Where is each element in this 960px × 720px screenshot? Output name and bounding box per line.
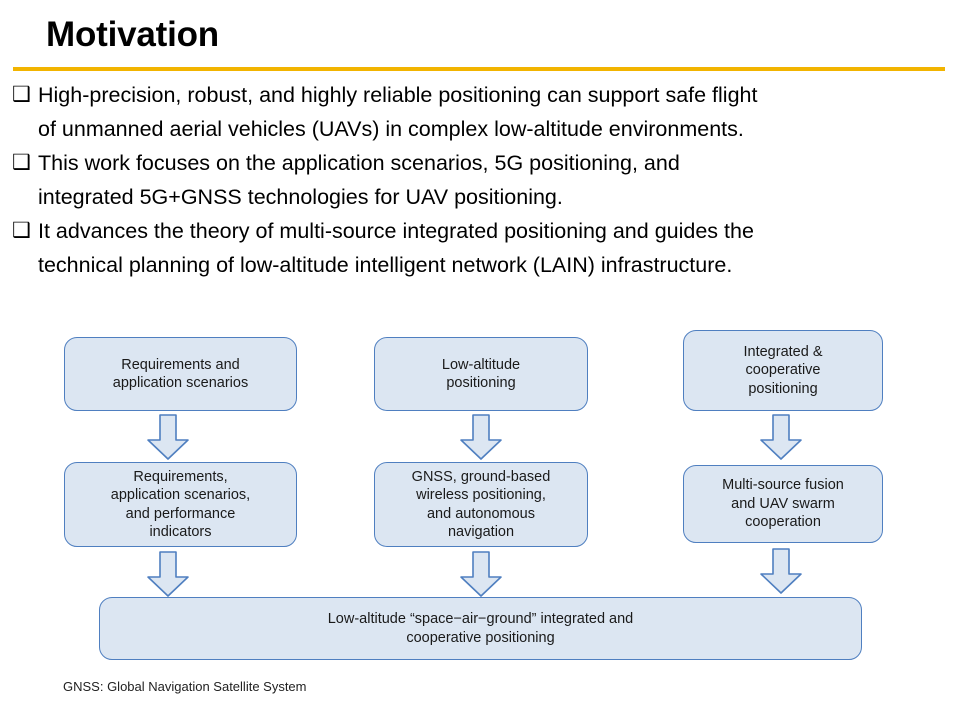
bullet-item-1-line-1: High-precision, robust, and highly relia… [38, 83, 758, 107]
node-label: Low-altitude “space−air−ground” integrat… [327, 611, 634, 646]
bullet-item-3-line-1: It advances the theory of multi-source i… [38, 219, 754, 243]
diagram-node-requirements-and-application-scenarios: Requirements and application scenarios [64, 337, 297, 411]
diagram-node-low-altitude-space-air-ground-integrated: Low-altitude “space−air−ground” integrat… [99, 597, 862, 660]
diagram-node-gnss-ground-based-wireless-positioning: GNSS, ground-based wireless positioning,… [374, 462, 588, 547]
bullet-item-1-line-2: of unmanned aerial vehicles (UAVs) in co… [38, 117, 744, 141]
bullet-item-1-text: High-precision, robust, and highly relia… [38, 78, 948, 146]
bullet-item-2-line-1: This work focuses on the application sce… [38, 151, 680, 175]
arrow-down-icon [459, 414, 503, 461]
bullet-item-1: ❑ High-precision, robust, and highly rel… [12, 78, 948, 146]
bullet-item-2-line-2: integrated 5G+GNSS technologies for UAV … [38, 185, 563, 209]
bullet-list: ❑ High-precision, robust, and highly rel… [12, 78, 948, 282]
bullet-square-icon: ❑ [12, 151, 31, 174]
bullet-item-2-text: This work focuses on the application sce… [38, 146, 948, 214]
arrow-down-icon [459, 551, 503, 598]
diagram-node-integrated-cooperative-positioning: Integrated & cooperative positioning [683, 330, 883, 411]
bullet-item-2: ❑ This work focuses on the application s… [12, 146, 948, 214]
node-label: Integrated & cooperative positioning [743, 343, 823, 397]
node-label: Multi-source fusion and UAV swarm cooper… [722, 477, 844, 531]
title-divider [13, 67, 945, 71]
bullet-square-icon: ❑ [12, 83, 31, 106]
bullet-item-3-text: It advances the theory of multi-source i… [38, 214, 948, 282]
node-label: GNSS, ground-based wireless positioning,… [411, 468, 551, 541]
bullet-square-icon: ❑ [12, 219, 31, 242]
arrow-down-icon [759, 548, 803, 595]
arrow-down-icon [759, 414, 803, 461]
page-title: Motivation [46, 15, 219, 54]
diagram-node-low-altitude-positioning: Low-altitude positioning [374, 337, 588, 411]
node-label: Requirements, application scenarios, and… [110, 468, 251, 541]
diagram-node-requirements-scenarios-performance-indicators: Requirements, application scenarios, and… [64, 462, 297, 547]
bullet-item-3: ❑ It advances the theory of multi-source… [12, 214, 948, 282]
arrow-down-icon [146, 414, 190, 461]
bullet-item-3-line-2: technical planning of low-altitude intel… [38, 253, 733, 277]
node-label: Low-altitude positioning [441, 356, 521, 392]
diagram-node-multi-source-fusion-uav-swarm: Multi-source fusion and UAV swarm cooper… [683, 465, 883, 543]
arrow-down-icon [146, 551, 190, 598]
footnote-acronym: GNSS: Global Navigation Satellite System [63, 679, 307, 694]
node-label: Requirements and application scenarios [112, 356, 249, 392]
